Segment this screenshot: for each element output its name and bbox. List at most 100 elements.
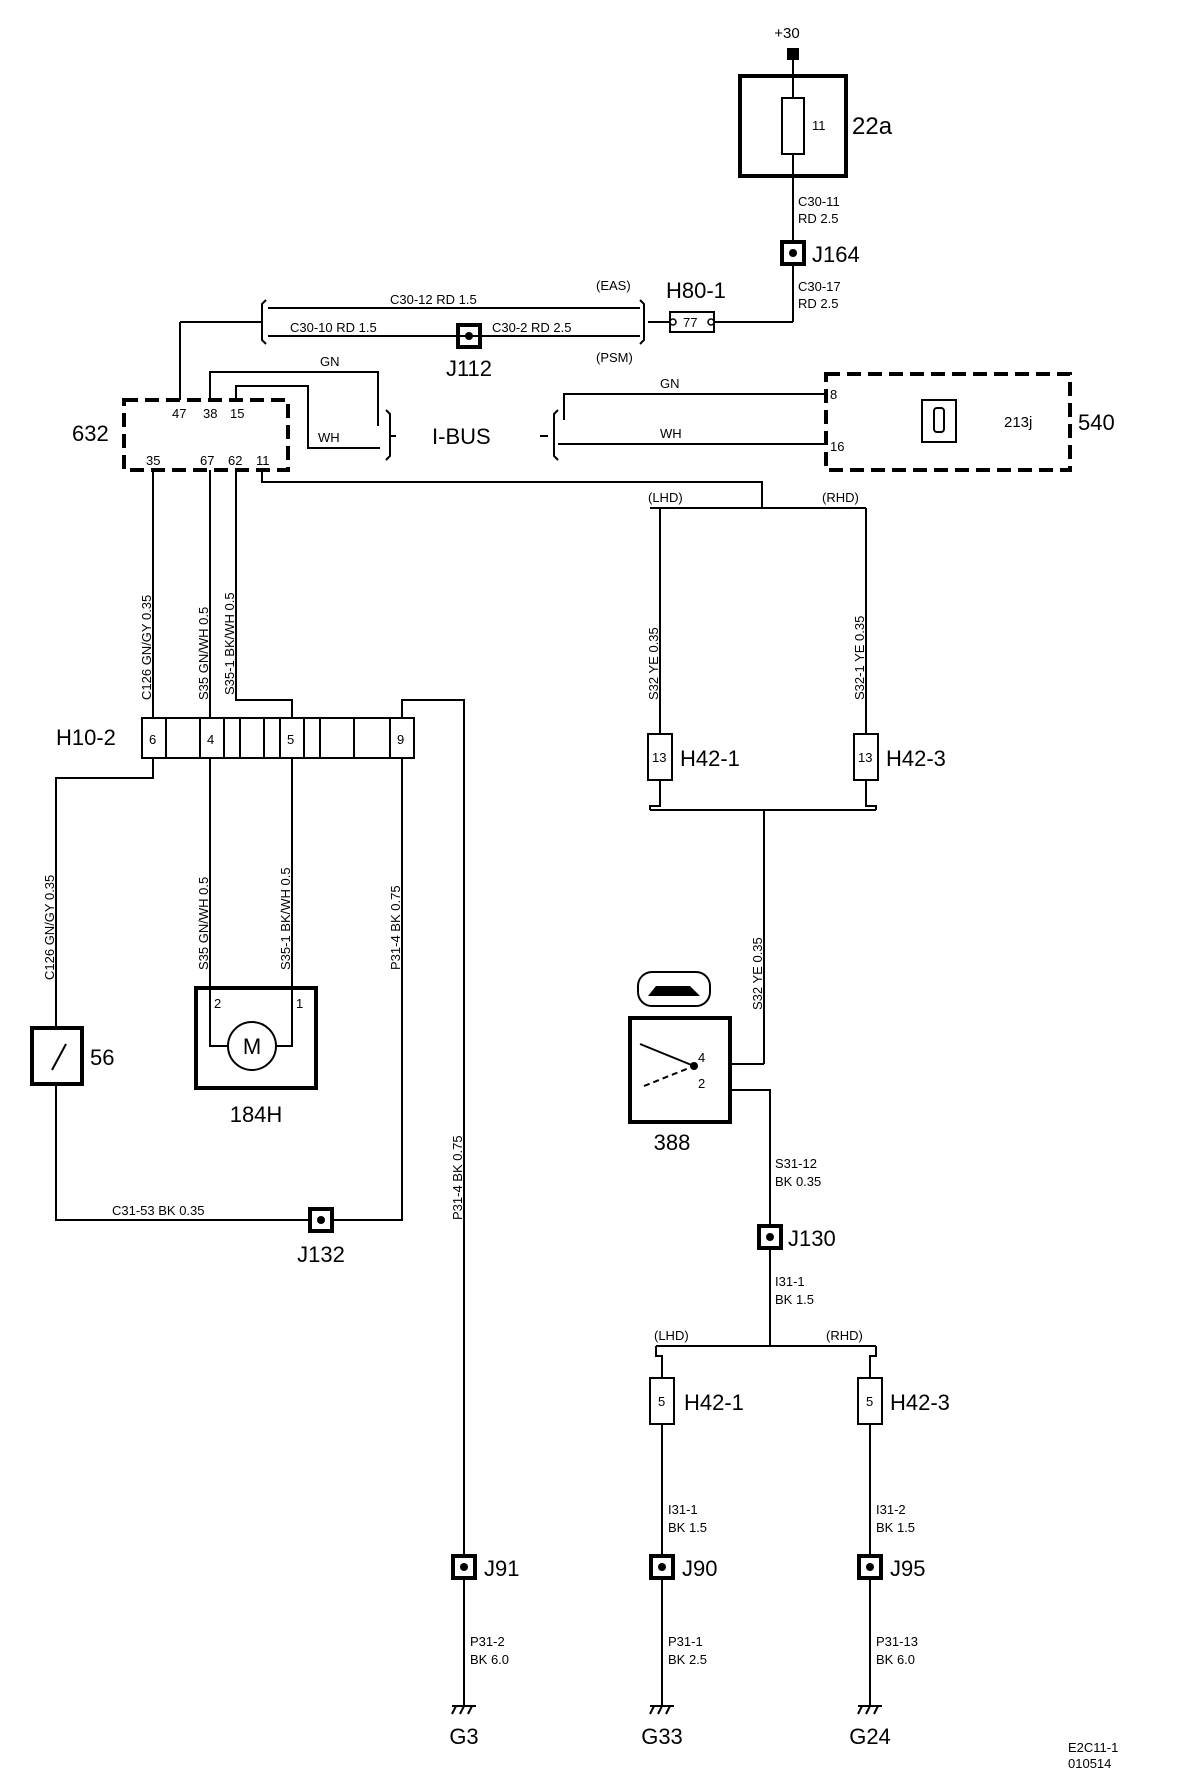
wire-c30-11-spec: RD 2.5 xyxy=(798,211,838,226)
wire-c30-10-label: C30-10 RD 1.5 xyxy=(290,320,377,335)
supply-terminal xyxy=(787,48,799,60)
wire-p31-13-spec: BK 6.0 xyxy=(876,1652,915,1667)
motor-184h xyxy=(194,986,318,1090)
h10-2-pin-5: 5 xyxy=(287,732,294,747)
wire-s32-lower-label: S32 YE 0.35 xyxy=(750,937,765,1010)
module-540-box xyxy=(824,372,1072,472)
ground-icon xyxy=(857,1705,882,1715)
footer-code: E2C11-1 xyxy=(1068,1740,1118,1755)
h80-j112-section: 77 H80-1 (EAS) (PSM) C30-12 RD 1.5 C30-1… xyxy=(179,278,726,400)
supply-section: +30 11 22a C30-11 RD 2.5 J164 C30-17 RD … xyxy=(714,25,893,323)
wire-i31-1-lower-spec: BK 1.5 xyxy=(668,1520,707,1535)
wire-c30-17-spec: RD 2.5 xyxy=(798,296,838,311)
fuse-number: 11 xyxy=(812,118,826,133)
connector-h42-3-bottom-label: H42-3 xyxy=(890,1390,950,1415)
module-632-pin-47: 47 xyxy=(172,406,186,421)
module-540: 8 16 213j 540 xyxy=(824,372,1115,472)
module-540-pin-16: 16 xyxy=(830,439,844,454)
rhd-bottom-label: (RHD) xyxy=(826,1328,863,1343)
wire-s31-12-spec: BK 0.35 xyxy=(775,1174,821,1189)
ground-icon xyxy=(451,1705,476,1715)
switch-388-pin-2: 2 xyxy=(698,1076,705,1091)
h10-section: C126 GN/GY 0.35 S35 GN/WH 0.5 S35-1 BK/W… xyxy=(56,470,866,1556)
motor-icon xyxy=(227,1021,277,1071)
wire-i31-2-code: I31-2 xyxy=(876,1502,906,1517)
connector-h42-3-top-label: H42-3 xyxy=(886,746,946,771)
h10-2-pin-6: 6 xyxy=(149,732,156,747)
wire-i31-2-spec: BK 1.5 xyxy=(876,1520,915,1535)
ground-icon xyxy=(649,1705,674,1715)
right-top-section: S32 YE 0.35 S32-1 YE 0.35 13 H42-1 13 H4… xyxy=(628,508,946,1346)
wire-p31-1-spec: BK 2.5 xyxy=(668,1652,707,1667)
junction-j90-label: J90 xyxy=(682,1556,717,1581)
switch-56-label: 56 xyxy=(90,1045,114,1070)
switch-388 xyxy=(628,1016,732,1124)
ibus-label: I-BUS xyxy=(432,424,491,449)
module-632-pin-67: 67 xyxy=(200,453,214,468)
wire-gn-left-label: GN xyxy=(320,354,340,369)
wire-c30-2-label: C30-2 RD 2.5 xyxy=(492,320,571,335)
ground-g3-label: G3 xyxy=(449,1724,478,1749)
wire-s35-lower-label: S35 GN/WH 0.5 xyxy=(196,877,211,970)
car-indicator-icon xyxy=(637,971,711,1007)
wire-p31-1-code: P31-1 xyxy=(668,1634,703,1649)
junction-j91-label: J91 xyxy=(484,1556,519,1581)
wire-s35-1-upper-label: S35-1 BK/WH 0.5 xyxy=(222,592,237,695)
junction-j112 xyxy=(456,323,482,349)
module-540-sub: 213j xyxy=(1004,414,1032,431)
h10-2-pin-4: 4 xyxy=(207,732,214,747)
wire-s32-1-upper-label: S32-1 YE 0.35 xyxy=(852,616,867,700)
motor-pin-2: 2 xyxy=(214,996,221,1011)
h42-1-top-pin: 13 xyxy=(652,750,666,765)
wire-i31-1-lower-code: I31-1 xyxy=(668,1502,698,1517)
wire-p31-2-spec: BK 6.0 xyxy=(470,1652,509,1667)
motor-id: 184H xyxy=(230,1102,283,1127)
wire-s32-upper-label: S32 YE 0.35 xyxy=(646,627,661,700)
motor-pin-1: 1 xyxy=(296,996,303,1011)
wire-s35-1-lower-label: S35-1 BK/WH 0.5 xyxy=(278,867,293,970)
module-632-pin-35: 35 xyxy=(146,453,160,468)
fusebox-id: 22a xyxy=(852,113,893,140)
module-632-pin-38: 38 xyxy=(203,406,217,421)
connector-h80-1-label: H80-1 xyxy=(666,278,726,303)
motor-symbol: M xyxy=(243,1034,261,1059)
module-632-pin-11: 11 xyxy=(256,453,270,468)
module-632-id: 632 xyxy=(72,421,109,446)
connector-h10-2 xyxy=(141,717,415,759)
wire-c31-53-label: C31-53 BK 0.35 xyxy=(112,1203,205,1218)
wire-s31-12-code: S31-12 xyxy=(775,1156,817,1171)
car-icon xyxy=(921,399,957,443)
rhd-top-label: (RHD) xyxy=(822,490,859,505)
wire-p31-4-long-label: P31-4 BK 0.75 xyxy=(450,1135,465,1220)
wire-i31-1-upper-code: I31-1 xyxy=(775,1274,805,1289)
connector-h42-1-bottom-label: H42-1 xyxy=(684,1390,744,1415)
wire-wh-left-label: WH xyxy=(318,430,340,445)
connector-h10-2-label: H10-2 xyxy=(56,725,116,750)
wire-c126-lower-label: C126 GN/GY 0.35 xyxy=(42,875,57,980)
wire-wh-right-label: WH xyxy=(660,426,682,441)
module-540-id: 540 xyxy=(1078,410,1115,435)
module-632-pin-15: 15 xyxy=(230,406,244,421)
wire-gn-right-label: GN xyxy=(660,376,680,391)
junction-j95-label: J95 xyxy=(890,1556,925,1581)
wire-p31-4-label: P31-4 BK 0.75 xyxy=(388,885,403,970)
wire-c30-11-code: C30-11 xyxy=(798,194,840,209)
lhd-top-label: (LHD) xyxy=(648,490,683,505)
h10-2-pin-9: 9 xyxy=(397,732,404,747)
fuse-11 xyxy=(781,97,805,155)
module-540-pin-8: 8 xyxy=(830,387,837,402)
right-bottom-section: (LHD) (RHD) 5 H42-1 5 H42-3 I31-1 BK 1.5… xyxy=(449,1328,1118,1771)
eas-label: (EAS) xyxy=(596,278,631,293)
module-632-pin-62: 62 xyxy=(228,453,242,468)
wire-s35-upper-label: S35 GN/WH 0.5 xyxy=(196,607,211,700)
junction-j130-label: J130 xyxy=(788,1226,836,1251)
psm-label: (PSM) xyxy=(596,350,633,365)
junction-j112-label: J112 xyxy=(446,356,492,381)
module-632-box xyxy=(122,398,290,472)
wire-p31-2-code: P31-2 xyxy=(470,1634,505,1649)
wire-p31-13-code: P31-13 xyxy=(876,1634,918,1649)
module-632: 632 47 38 15 35 67 62 11 GN WH I-BUS GN … xyxy=(72,354,826,472)
switch-56 xyxy=(30,1026,84,1086)
ground-g33-label: G33 xyxy=(641,1724,683,1749)
